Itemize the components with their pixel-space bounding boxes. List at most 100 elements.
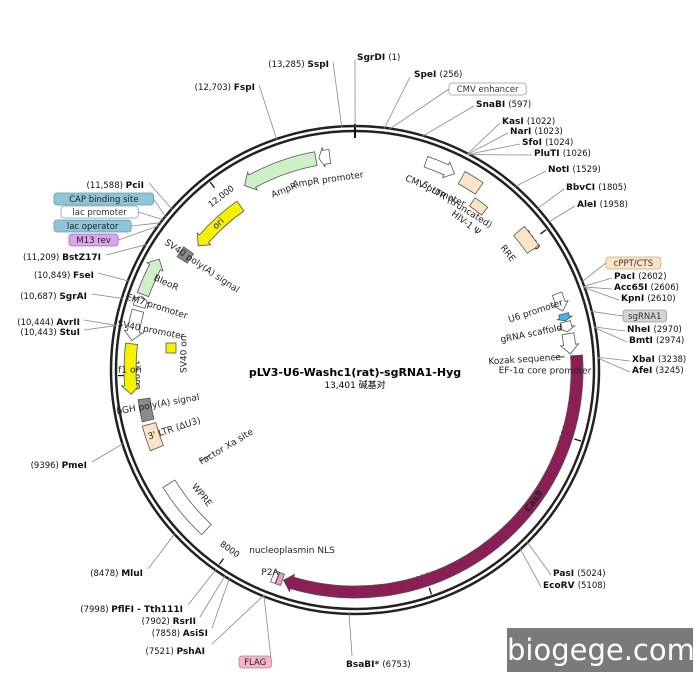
site-position: (8478): [90, 569, 121, 579]
site-leader-ecorv: [519, 548, 542, 588]
site-leader-pasi: [526, 541, 552, 576]
site-position: (1): [388, 53, 400, 63]
plasmid-size: 13,401 碱基对: [324, 379, 385, 391]
site-position: (1529): [573, 165, 601, 175]
site-name: AfeI: [632, 366, 655, 376]
tick-mark-4000: [574, 438, 582, 442]
site-name: NarI: [510, 127, 535, 137]
site-name: SgrAI: [59, 292, 87, 302]
site-bmti: BmtI (2974): [629, 336, 684, 346]
site-name: BbvCI: [566, 183, 598, 193]
feature-rre: [513, 225, 540, 254]
site-group: SgrDI (1)SpeI (256)SnaBI (597)KasI (1022…: [17, 53, 686, 670]
feature-sv40-poly-a-signal: [176, 246, 194, 264]
feature-label-factor-xa-site: Factor Xa site: [198, 427, 256, 467]
site-name: NotI: [548, 165, 573, 175]
site-asisi: (7858) AsiSI: [152, 629, 208, 639]
site-position: (1026): [563, 149, 591, 159]
site-position: (6753): [382, 660, 410, 670]
site-position: (3245): [655, 366, 683, 376]
site-name: SpeI: [414, 70, 440, 80]
site-sfoi: SfoI (1024): [522, 138, 573, 148]
feature-5-ltr-truncated: [457, 170, 484, 195]
site-rsrii: (7902) RsrII: [142, 617, 196, 627]
feature-wpre: [162, 479, 212, 536]
site-leader-bsabi: [348, 612, 353, 657]
site-position: (7998): [80, 605, 111, 615]
site-position: (2610): [647, 294, 675, 304]
site-name: BstZ17I: [62, 253, 101, 263]
site-fsei: (10,849) FseI: [34, 271, 94, 281]
site-name: RsrII: [173, 617, 196, 627]
tick-mark-12000: [209, 181, 216, 189]
site-name: FseI: [73, 271, 94, 281]
site-name: NheI: [627, 325, 654, 335]
site-position: (13,285): [268, 60, 307, 70]
feature-label-f1-ori: f1 ori: [118, 366, 141, 376]
feature-cmv-promoter: [423, 156, 455, 179]
site-position: (1023): [535, 127, 563, 137]
feature-ori: [196, 200, 245, 247]
svg-text:FLAG: FLAG: [244, 658, 266, 668]
boxed-label-m13-rev: M13 rev: [68, 225, 160, 247]
site-name: PmeI: [62, 461, 87, 471]
site-bsabi: BsaBI* (6753): [346, 660, 411, 670]
site-position: (10,849): [34, 271, 73, 281]
site-name: SspI: [307, 60, 329, 70]
tick-mark-6000: [428, 587, 433, 595]
site-position: (9396): [31, 461, 62, 471]
site-pshai: (7521) PshAI: [146, 647, 206, 657]
feature-label-kozak-sequence: Kozak sequence: [488, 353, 562, 367]
svg-text:CAP binding site: CAP binding site: [69, 195, 138, 205]
site-avrii: (10,444) AvrII: [17, 318, 80, 328]
site-nari: NarI (1023): [510, 127, 563, 137]
site-kasi: KasI (1022): [502, 117, 555, 127]
feature-label-nucleoplasmin-nls: nucleoplasmin NLS: [249, 546, 335, 556]
site-alei: AleI (1958): [577, 200, 628, 210]
site-name: PshAI: [176, 647, 205, 657]
feature-bleor: [136, 258, 164, 298]
site-spei: SpeI (256): [414, 70, 462, 80]
site-name: EcoRV: [543, 581, 578, 591]
feature-grna-scaffold: [557, 320, 576, 333]
boxed-label-cppt-cts: cPPT/CTS: [581, 256, 662, 283]
site-leader-kpni: [583, 286, 620, 301]
feature-label-ef-1-core-promoter: EF-1α core promoter: [499, 366, 592, 376]
site-position: (10,443): [20, 328, 59, 338]
feature-label-bleor: BleoR: [152, 274, 180, 294]
feature-u6-promoter: [551, 291, 569, 312]
feature-label-u6-promoter: U6 promoter: [507, 298, 565, 325]
site-position: (2970): [654, 325, 682, 335]
site-sgrai: (10,687) SgrAI: [20, 292, 87, 302]
site-position: (2602): [638, 272, 666, 282]
feature-em7-promoter: [132, 296, 150, 309]
svg-text:lac promoter: lac promoter: [72, 208, 127, 218]
site-name: KpnI: [621, 294, 647, 304]
site-leader-nari: [466, 132, 509, 155]
boxed-label-lac-operator: lac operator: [53, 219, 162, 233]
watermark: biogege.com: [507, 628, 695, 672]
tick-mark-2000: [540, 229, 547, 235]
site-leader-paci: [583, 277, 613, 287]
feature-label-rre: RRE: [498, 244, 517, 265]
site-acc65i: Acc65I (2606): [614, 283, 679, 293]
site-position: (1022): [527, 117, 555, 127]
site-leader-snabi: [421, 105, 475, 137]
site-leader-rsrii: [199, 575, 226, 618]
site-pasi: PasI (5024): [553, 569, 606, 579]
site-nhei: NheI (2970): [627, 325, 682, 335]
site-bbvci: BbvCI (1805): [566, 183, 627, 193]
site-name: AleI: [577, 200, 600, 210]
boxed-label-cap-binding-site: CAP binding site: [53, 192, 167, 218]
site-name: AsiSI: [183, 629, 208, 639]
site-name: PciI: [126, 181, 144, 191]
site-bstz17i: (11,209) BstZ17I: [23, 253, 101, 263]
site-leader-stui: [83, 325, 117, 331]
site-name: SgrDI: [357, 53, 388, 63]
boxed-label-lac-promoter: lac promoter: [60, 205, 164, 221]
feature-label-bgh-poly-a-signal: bGH poly(A) signal: [116, 393, 200, 417]
site-leader-sfoi: [467, 143, 521, 155]
feature-sv40-promoter: [123, 308, 145, 342]
boxed-label-cmv-enhancer: CMV enhancer: [388, 82, 527, 130]
